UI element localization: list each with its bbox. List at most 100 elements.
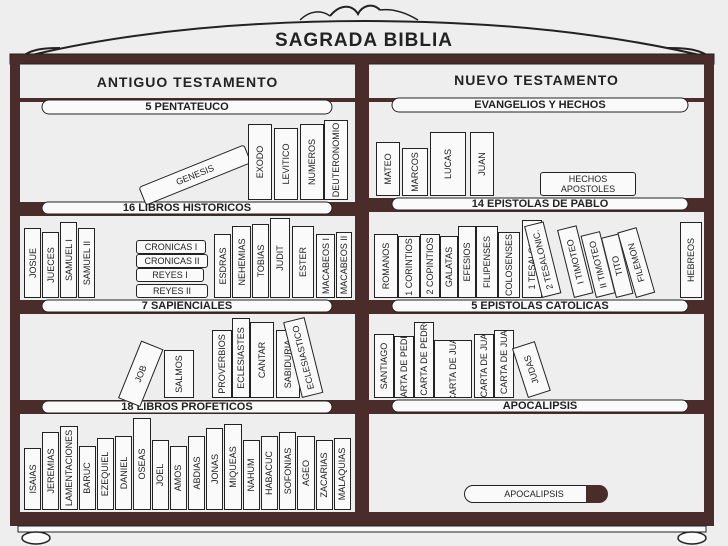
book-title: DEUTERONOMIO xyxy=(331,122,341,198)
book-oseas: OSEAS xyxy=(133,418,151,510)
book-title: ZACARIAS xyxy=(319,452,330,498)
book-title: JONAS xyxy=(209,453,220,485)
book-title: REYES I xyxy=(152,270,188,280)
book-title: NUMEROS xyxy=(307,138,317,186)
book-levitico: LEVITICO xyxy=(274,128,298,200)
book-i-carta-de-juan: I CARTA DE JUAN xyxy=(434,340,472,398)
book-title: ESTER xyxy=(298,246,308,278)
book-cronicas-ii: CRONICAS II xyxy=(136,254,208,268)
book-samuel-ii: SAMUEL II xyxy=(78,228,95,298)
book-iii-carta-de-juan: III CARTA DE JUAN xyxy=(494,330,514,398)
book-title: SANTIAGO xyxy=(379,342,389,390)
book-title: III CARTA DE JUAN xyxy=(499,330,509,398)
book-i-carta-de-pedro: I CARTA DE PEDRO xyxy=(394,336,414,398)
book-ezequiel: EZEQUIEL xyxy=(96,438,115,510)
book-miqueas: MIQUEAS xyxy=(224,424,242,510)
book-habacuc: HABACUC xyxy=(260,436,279,510)
book-title: ABDIAS xyxy=(191,456,202,490)
book-title: NAHUM xyxy=(246,458,257,492)
pentateuco-label: 5 PENTATEUCO xyxy=(145,101,229,113)
book-exodo: EXODO xyxy=(248,124,272,200)
book-galatas: GALATAS xyxy=(440,236,458,298)
book-title: SAMUEL I xyxy=(63,239,74,281)
book-title: JUDAS xyxy=(522,353,541,386)
book-1-corintios: 1 CORINTIOS xyxy=(398,236,420,298)
apocalipsis-label: APOCALIPSIS xyxy=(502,400,578,412)
book-colosenses: COLOSENSES xyxy=(498,232,520,298)
book-judit: JUDIT xyxy=(270,218,290,298)
book-title: JOEL xyxy=(155,463,166,487)
book-title: JUAN xyxy=(477,152,487,176)
book-title: HECHOS APOSTOLES xyxy=(560,174,616,194)
profeticos-label: 18 LIBROS PROFETICOS xyxy=(121,401,253,413)
book-title: PROVERBIOS xyxy=(217,334,227,394)
page-title: SAGRADA BIBLIA xyxy=(275,30,453,51)
book-title: LUCAS xyxy=(443,148,453,180)
book-title: HABACUC xyxy=(264,450,275,496)
book-title: JOB xyxy=(132,363,149,384)
book-tobias: TOBIAS xyxy=(252,224,269,298)
book-title: ISAIAS xyxy=(27,464,38,494)
book-title: 1 CORINTIOS xyxy=(404,238,414,296)
book-title: APOCALIPSIS xyxy=(504,489,564,499)
book-title: NEHEMIAS xyxy=(236,238,247,286)
book-santiago: SANTIAGO xyxy=(374,334,394,398)
book-nehemias: NEHEMIAS xyxy=(232,226,251,298)
book-title: JUDIT xyxy=(275,245,285,271)
book-sofonias: SOFONIAS xyxy=(279,432,297,510)
book-title: MIQUEAS xyxy=(228,446,239,488)
book-daniel: DANIEL xyxy=(115,436,133,510)
book-title: JOSUE xyxy=(27,247,38,279)
book-filipenses: FILIPENSES xyxy=(476,226,498,298)
historicos-label: 16 LIBROS HISTORICOS xyxy=(122,202,252,214)
book-title: II CARTA DE PEDRO xyxy=(419,322,429,398)
book-lamentaciones: LAMENTACIONES xyxy=(60,426,78,510)
book-title: I CARTA DE PEDRO xyxy=(399,336,409,398)
book-baruc: BARUC xyxy=(78,446,96,510)
book-esdras: ESDRAS xyxy=(214,234,231,298)
book-amos: AMOS xyxy=(169,446,187,510)
book-title: EZEQUIEL xyxy=(100,451,111,497)
book-title: EXODO xyxy=(255,145,265,179)
book-josue: JOSUE xyxy=(24,228,41,298)
book-title: OSEAS xyxy=(136,448,147,480)
book-title: REYES II xyxy=(152,286,191,296)
book-title: LEVITICO xyxy=(281,143,291,185)
book-title: HEBREOS xyxy=(686,237,696,283)
book-title: FILIPENSES xyxy=(482,235,492,289)
book-ii-carta-de-juan: II CARTA DE JUAN xyxy=(474,334,494,398)
book-cronicas-i: CRONICAS I xyxy=(136,240,206,254)
book-title: SALMOS xyxy=(174,355,184,393)
book-title: CRONICAS I xyxy=(144,242,198,252)
book-title: ESDRAS xyxy=(217,247,228,285)
book-title: GALATAS xyxy=(444,246,454,288)
book-zacarias: ZACARIAS xyxy=(315,440,333,510)
book-title: MALAQUIAS xyxy=(337,447,348,501)
book-macabeos-i: MACABEOS I xyxy=(316,234,335,298)
book-title: AMOS xyxy=(173,464,184,492)
book-title: JEREMIAS xyxy=(45,448,56,494)
book-salmos: SALMOS xyxy=(164,350,194,398)
pablo-label: 14 EPISTOLAS DE PABLO xyxy=(471,198,609,210)
book-ageo: AGEO xyxy=(297,436,315,510)
book-ester: ESTER xyxy=(292,226,314,298)
book-nahum: NAHUM xyxy=(242,440,260,510)
book-reyes-ii: REYES II xyxy=(136,284,208,298)
book-title: MACABEOS II xyxy=(339,235,349,295)
book-abdias: ABDIAS xyxy=(188,436,206,510)
book-proverbios: PROVERBIOS xyxy=(212,330,232,398)
book-2-copintios: 2 COPINTIOS xyxy=(420,234,440,298)
book-macabeos-ii: MACABEOS II xyxy=(336,232,352,298)
book-jeremias: JEREMIAS xyxy=(42,432,60,510)
book-jonas: JONAS xyxy=(206,428,224,510)
book-romanos: ROMANOS xyxy=(374,234,398,298)
catolicas-label: 5 EPISTOLAS CATOLICAS xyxy=(471,300,609,312)
book-title: AGEO xyxy=(300,459,311,487)
book-title: LAMENTACIONES xyxy=(64,429,75,507)
book-title: MATEO xyxy=(383,153,393,185)
book-title: JUECES xyxy=(45,247,56,283)
book-title: BARUC xyxy=(82,462,93,494)
book-juan: JUAN xyxy=(470,132,494,196)
book-efesios: EFESIOS xyxy=(458,226,476,298)
